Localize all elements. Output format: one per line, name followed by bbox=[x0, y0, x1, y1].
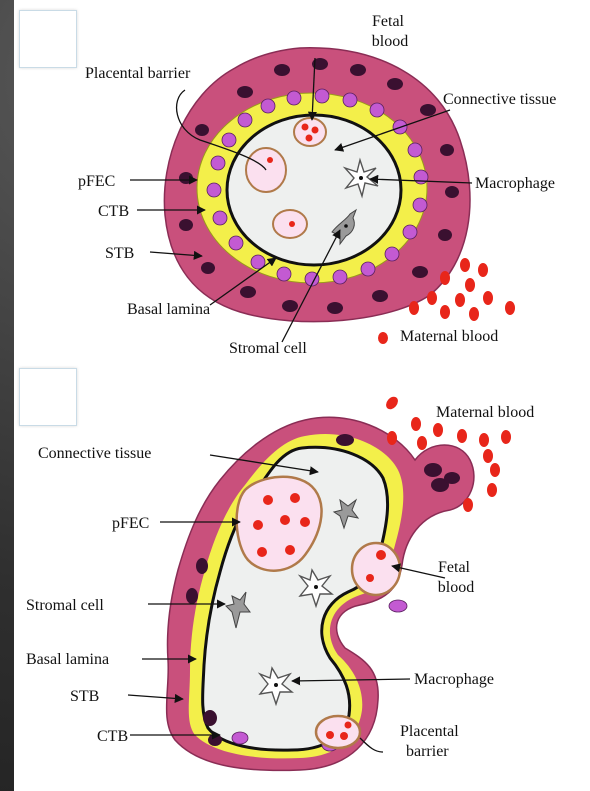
panel-b-label-basal-lamina: Basal lamina bbox=[26, 651, 109, 668]
panel-a-label-macrophage: Macrophage bbox=[475, 175, 555, 192]
panel-b-fetal-vessel-right bbox=[352, 543, 400, 595]
panel-b-label-maternal-blood: Maternal blood bbox=[436, 404, 534, 421]
panel-b-label-connective-tissue: Connective tissue bbox=[38, 445, 151, 462]
panel-b-label-stb: STB bbox=[70, 688, 99, 705]
panel-b-label-fetal-blood-line2: blood bbox=[438, 579, 474, 596]
panel-b: Maternal blood Connective tissue pFEC Fe… bbox=[26, 394, 534, 770]
panel-a-label-ctb: CTB bbox=[98, 203, 129, 220]
panel-b-label-pfec: pFEC bbox=[112, 515, 149, 532]
panel-a-label-pfec: pFEC bbox=[78, 173, 115, 190]
panel-b-label-placental-barrier-line2: barrier bbox=[406, 743, 449, 760]
panel-a-label-basal-lamina: Basal lamina bbox=[127, 301, 210, 318]
panel-a-label-fetal-blood-line1: Fetal bbox=[372, 13, 405, 30]
panel-a-label-stromal-cell: Stromal cell bbox=[229, 340, 307, 357]
panel-a-fetal-vessel-top bbox=[294, 118, 326, 146]
panel-a: Fetal blood Placental barrier Connective… bbox=[78, 13, 556, 357]
panel-a-label-connective-tissue: Connective tissue bbox=[443, 91, 556, 108]
panel-b-label-placental-barrier-line1: Placental bbox=[400, 723, 459, 740]
panel-b-label-ctb: CTB bbox=[97, 728, 128, 745]
panel-a-label-fetal-blood-line2: blood bbox=[372, 33, 408, 50]
panel-b-label-fetal-blood-line1: Fetal bbox=[438, 559, 471, 576]
panel-b-label-stromal-cell: Stromal cell bbox=[26, 597, 104, 614]
panel-b-label-macrophage: Macrophage bbox=[414, 671, 494, 688]
panel-b-fetal-vessel-bottom bbox=[316, 716, 360, 748]
panel-a-fetal-vessel-bottom bbox=[273, 210, 307, 238]
panel-a-label-stb: STB bbox=[105, 245, 134, 262]
panel-a-label-placental-barrier: Placental barrier bbox=[85, 65, 191, 82]
panel-a-label-maternal-blood: Maternal blood bbox=[400, 328, 498, 345]
